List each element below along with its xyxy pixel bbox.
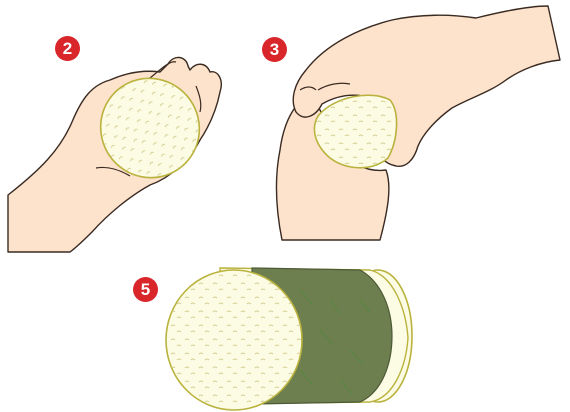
step-badge-3: 3 <box>262 37 287 62</box>
step-badge-5: 5 <box>133 277 158 302</box>
step-5-rice-ball-icon <box>166 268 412 410</box>
step-badge-2: 2 <box>55 36 80 61</box>
